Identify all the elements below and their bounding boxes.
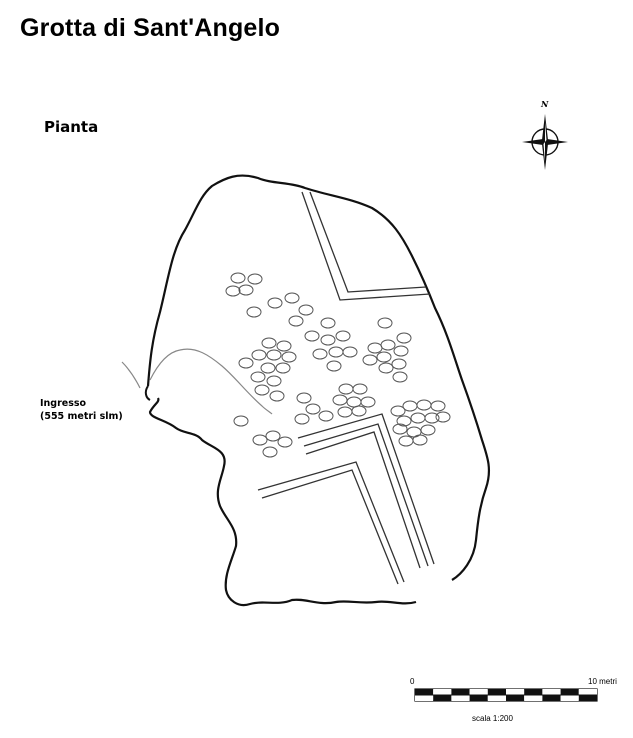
cave-outline [146,174,491,581]
scale-segment-bottom [433,695,452,701]
scale-start-label: 0 [410,677,415,686]
scale-segment-top [415,689,434,695]
scale-segment-top [451,689,470,695]
compass-rose-icon [522,114,568,170]
scale-segment-bottom [524,695,543,701]
scale-segment-top [506,689,525,695]
scale-segment-bottom [542,695,561,701]
wall-lines-upper [301,191,431,301]
entrance-label-line2: (555 metri slm) [40,411,123,422]
entrance-label: Ingresso (555 metri slm) [40,397,123,423]
scale-segment-bottom [469,695,488,701]
scale-bar [414,688,598,702]
scale-segment-top [469,689,488,695]
scale-segment-top [524,689,543,695]
plan-subtitle: Pianta [44,118,99,136]
page-title: Grotta di Sant'Angelo [20,14,281,42]
scale-segment-bottom [578,695,597,701]
drip-channel [121,348,273,415]
scale-segment-bottom [451,695,470,701]
scale-ratio-label: scala 1:200 [472,714,513,723]
scale-segment-top [542,689,561,695]
cave-outline-bottom [148,397,417,607]
scale-segment-bottom [560,695,579,701]
scale-segment-top [433,689,452,695]
scale-segment-bottom [487,695,506,701]
cave-entrance-edge [144,385,151,401]
wall-lines-lower [257,413,435,585]
scale-segment-top [560,689,579,695]
scale-segment-top [487,689,506,695]
scale-segment-bottom [506,695,525,701]
scale-segment-bottom [415,695,434,701]
entrance-label-line1: Ingresso [40,398,87,409]
scale-end-label: 10 metri [588,677,617,686]
pillar-circles [225,272,451,458]
scale-segment-top [578,689,597,695]
compass-north-label: N [541,99,549,109]
